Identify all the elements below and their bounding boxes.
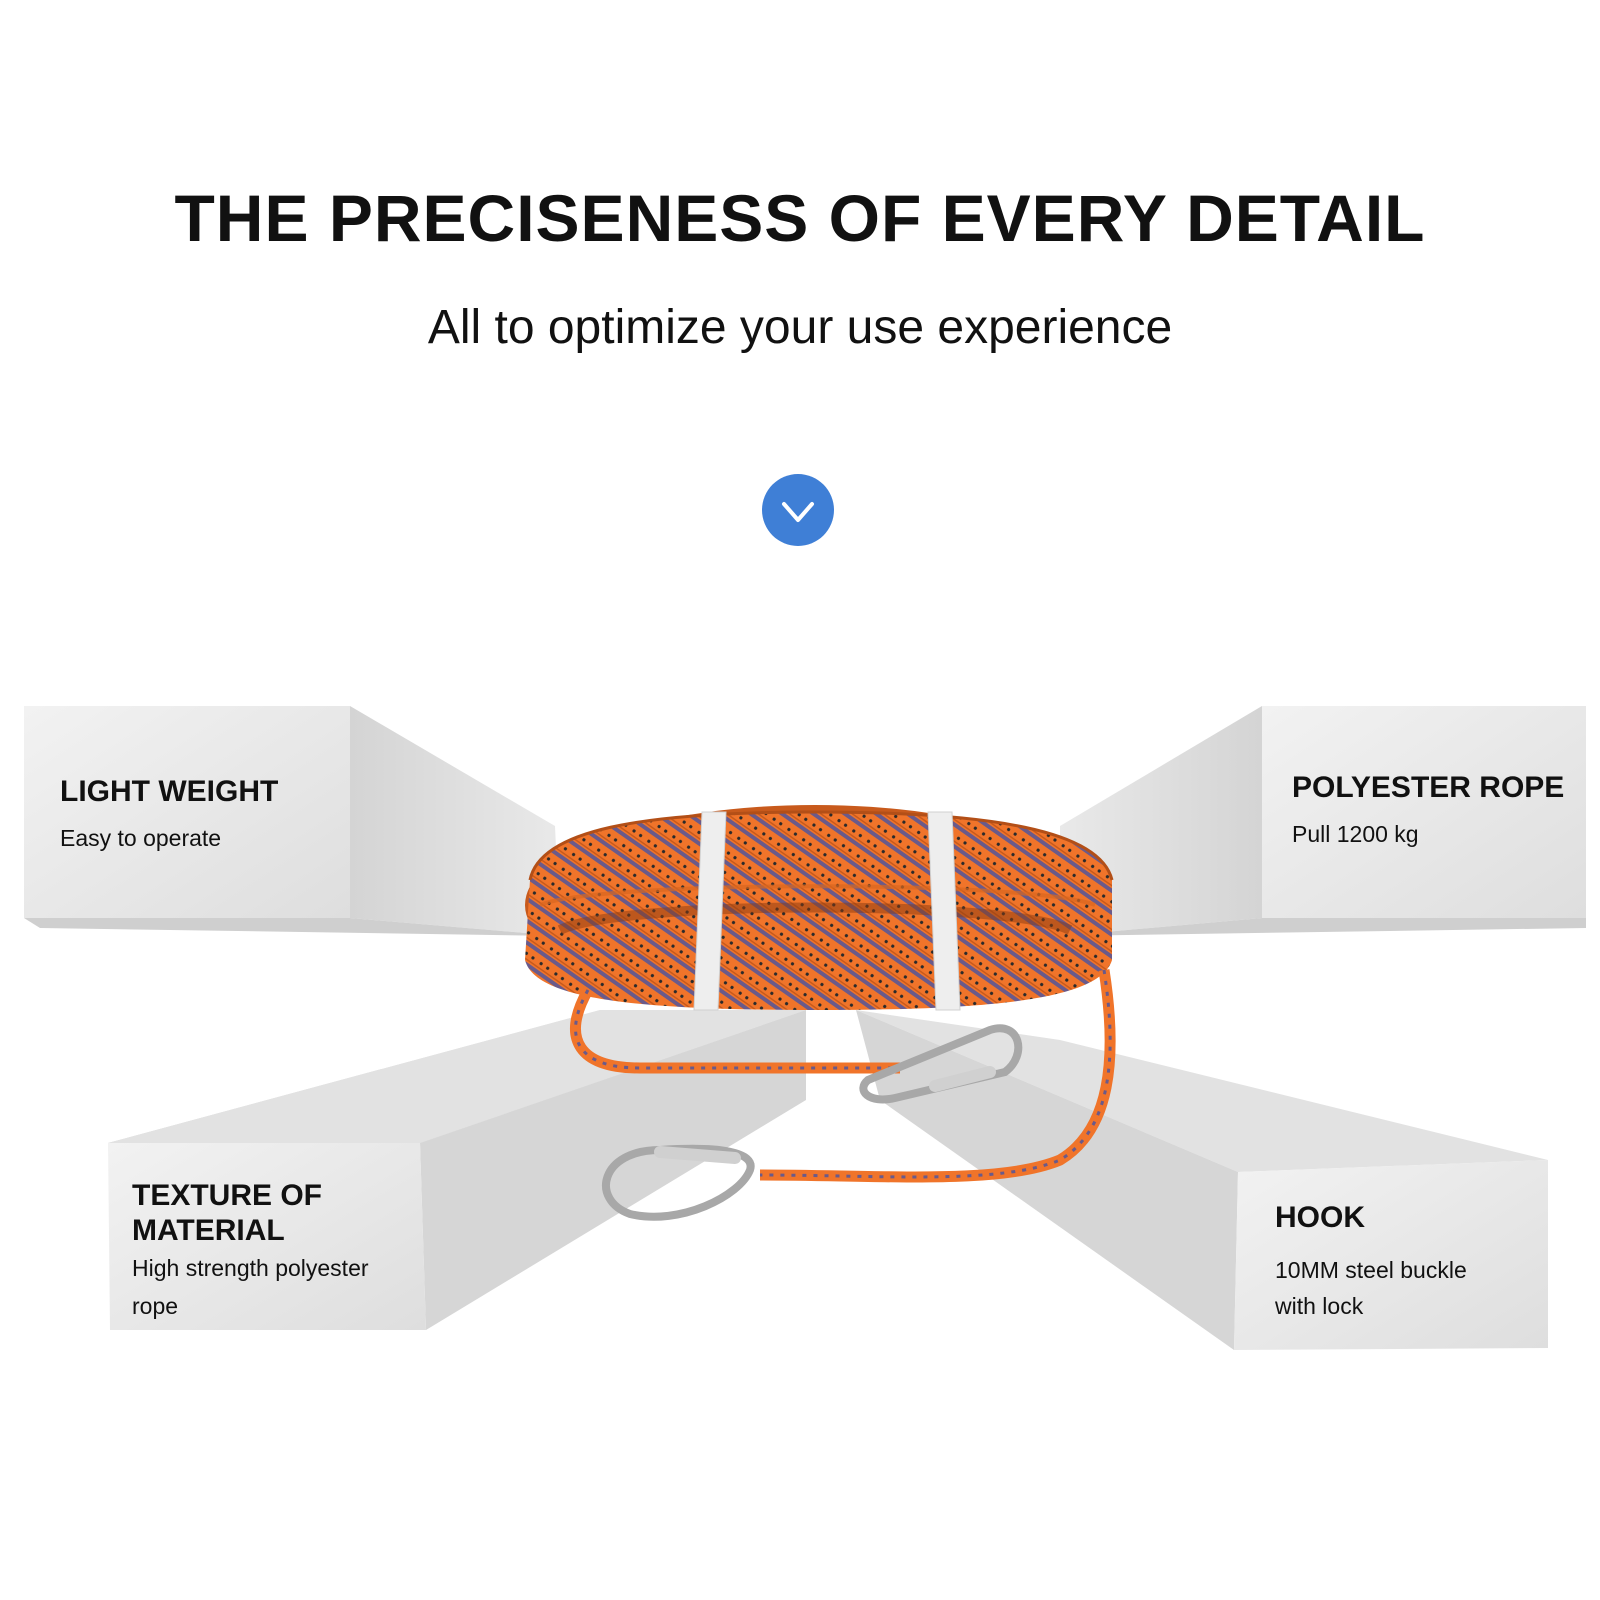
rope-coil bbox=[525, 805, 1114, 1011]
feature-title: HOOK bbox=[1275, 1201, 1365, 1234]
feature-hook: HOOK 10MM steel buckle with lock bbox=[1275, 1200, 1535, 1324]
feature-description: Pull 1200 kg bbox=[1292, 821, 1419, 847]
feature-polyester-rope: POLYESTER ROPE Pull 1200 kg bbox=[1292, 770, 1592, 852]
feature-title-line1: TEXTURE OF bbox=[132, 1179, 323, 1212]
carabiner-upper bbox=[859, 1024, 1023, 1104]
panel-hook bbox=[856, 1010, 1548, 1350]
feature-texture-of-material: TEXTURE OF MATERIAL High strength polyes… bbox=[132, 1178, 422, 1324]
feature-description-line2: rope bbox=[132, 1293, 179, 1319]
feature-light-weight: LIGHT WEIGHT Easy to operate bbox=[60, 774, 360, 856]
feature-description: Easy to operate bbox=[60, 825, 222, 851]
feature-title: LIGHT WEIGHT bbox=[60, 775, 279, 808]
panel-light-weight bbox=[24, 706, 560, 936]
carabiner-lower bbox=[602, 1144, 755, 1221]
chevron-down-icon[interactable] bbox=[762, 474, 834, 546]
page-title: THE PRECISENESS OF EVERY DETAIL bbox=[174, 181, 1426, 255]
feature-title: POLYESTER ROPE bbox=[1292, 771, 1565, 804]
feature-description-line2: with lock bbox=[1275, 1293, 1364, 1319]
page-subtitle: All to optimize your use experience bbox=[427, 301, 1173, 354]
rope-strand bbox=[570, 969, 1116, 1183]
feature-title-line2: MATERIAL bbox=[132, 1214, 285, 1247]
feature-description-line1: 10MM steel buckle bbox=[1275, 1257, 1467, 1283]
feature-description-line1: High strength polyester bbox=[132, 1255, 369, 1281]
